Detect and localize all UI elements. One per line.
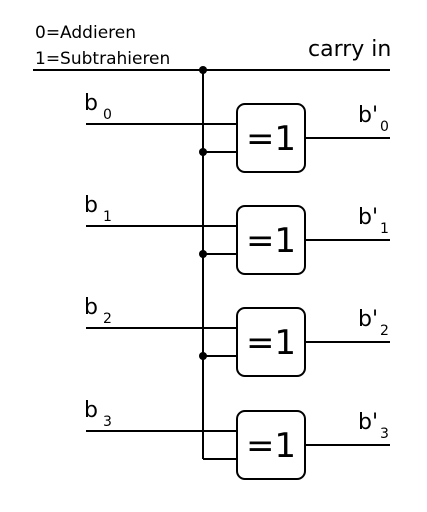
output-sub-b0: 0 xyxy=(380,119,389,135)
junction-dot-top xyxy=(199,66,207,74)
legend-add: 0=Addieren xyxy=(35,23,136,43)
output-label-b2: b' xyxy=(358,307,378,332)
carry-in-label: carry in xyxy=(308,37,391,62)
input-label-b2: b xyxy=(84,295,98,320)
gate-label-2: =1 xyxy=(246,323,296,363)
xor-gate-2: =1 b 2 b' 2 xyxy=(84,295,390,377)
input-label-b0: b xyxy=(84,91,98,116)
output-label-b1: b' xyxy=(358,205,378,230)
legend-subtract: 1=Subtrahieren xyxy=(35,49,170,69)
xor-gate-3: =1 b 3 b' 3 xyxy=(84,398,390,480)
input-label-b1: b xyxy=(84,193,98,218)
gate-label-3: =1 xyxy=(246,426,296,466)
input-sub-b1: 1 xyxy=(103,209,112,225)
output-label-b3: b' xyxy=(358,410,378,435)
gate-label-0: =1 xyxy=(246,119,296,159)
input-sub-b2: 2 xyxy=(103,311,112,327)
input-sub-b0: 0 xyxy=(103,107,112,123)
input-sub-b3: 3 xyxy=(103,414,112,430)
gate-label-1: =1 xyxy=(246,221,296,261)
xor-gate-0: =1 b 0 b' 0 xyxy=(84,91,390,173)
output-label-b0: b' xyxy=(358,103,378,128)
xor-gate-1: =1 b 1 b' 1 xyxy=(84,193,390,275)
output-sub-b3: 3 xyxy=(380,426,389,442)
output-sub-b1: 1 xyxy=(380,221,389,237)
input-label-b3: b xyxy=(84,398,98,423)
output-sub-b2: 2 xyxy=(380,323,389,339)
